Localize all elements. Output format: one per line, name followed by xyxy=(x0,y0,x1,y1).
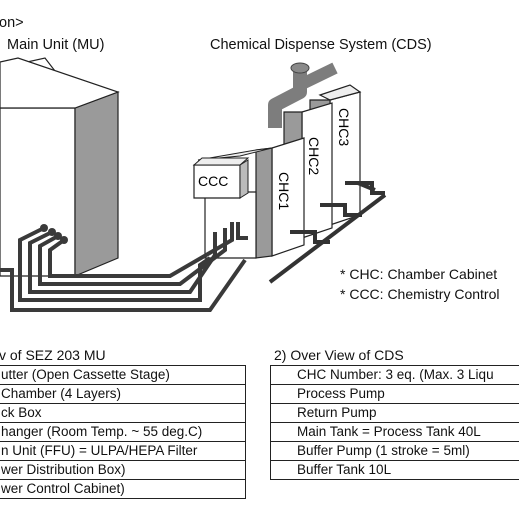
equipment-diagram: CCC CHC1 CHC2 CHC3 xyxy=(0,57,387,312)
list-item: Process Pump xyxy=(270,384,519,404)
header-fragment: on> xyxy=(0,15,24,31)
list-item: ck Box xyxy=(0,403,246,423)
exhaust-duct xyxy=(268,62,338,128)
interconnect-tubing xyxy=(0,222,248,312)
chc1-label: CHC1 xyxy=(276,172,292,210)
list-item: Buffer Tank 10L xyxy=(270,460,519,480)
ccc-box xyxy=(192,157,250,199)
mu-component-list: utter (Open Cassette Stage) Chamber (4 L… xyxy=(0,365,246,499)
tubing-connectors xyxy=(40,224,68,244)
chc2-label: CHC2 xyxy=(306,137,322,175)
list-item: Main Tank = Process Tank 40L xyxy=(270,422,519,442)
list-item: Return Pump xyxy=(270,403,519,423)
cds-title: Chemical Dispense System (CDS) xyxy=(210,37,432,53)
list-item: Chamber (4 Layers) xyxy=(0,384,246,404)
cds-component-list: CHC Number: 3 eq. (Max. 3 Liqu Process P… xyxy=(270,365,519,480)
list-item: hanger (Room Temp. ~ 55 deg.C) xyxy=(0,422,246,442)
mu-section-heading: v of SEZ 203 MU xyxy=(0,347,106,363)
note-chc: * CHC: Chamber Cabinet xyxy=(340,266,498,282)
list-item: utter (Open Cassette Stage) xyxy=(0,365,246,385)
list-item: wer Control Cabinet) xyxy=(0,479,246,499)
stepped-piping xyxy=(268,181,387,284)
ccc-label: CCC xyxy=(198,173,228,189)
list-item: n Unit (FFU) = ULPA/HEPA Filter xyxy=(0,441,246,461)
list-item: Buffer Pump (1 stroke = 5ml) xyxy=(270,441,519,461)
list-item: wer Distribution Box) xyxy=(0,460,246,480)
note-ccc: * CCC: Chemistry Control xyxy=(340,286,500,302)
cds-section-heading: 2) Over View of CDS xyxy=(274,347,404,363)
main-unit-title: Main Unit (MU) xyxy=(7,37,105,53)
chc3-label: CHC3 xyxy=(336,108,352,146)
list-item: CHC Number: 3 eq. (Max. 3 Liqu xyxy=(270,365,519,385)
